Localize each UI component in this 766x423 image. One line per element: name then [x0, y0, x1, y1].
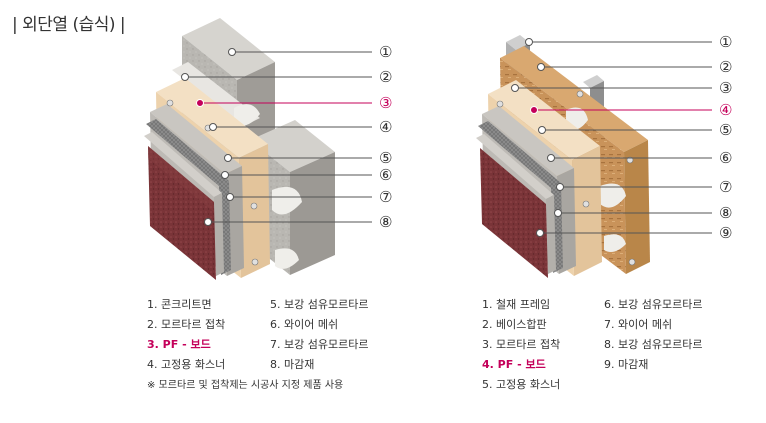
legend-item: 3. 모르타르 접착	[482, 338, 561, 351]
left-leader-dots	[181, 48, 236, 226]
legend-item-highlight: 3. PF - 보드	[147, 338, 211, 351]
fastener-icon	[166, 99, 174, 107]
right-callout: ④	[719, 101, 732, 119]
legend-item: 7. 보강 섬유모르타르	[270, 338, 369, 351]
left-leader-lines	[185, 51, 372, 223]
finish-layer	[148, 146, 216, 280]
left-callout: ⑦	[379, 188, 392, 206]
legend-item: 8. 보강 섬유모르타르	[604, 338, 703, 351]
left-legend-col2: 5. 보강 섬유모르타르 6. 와이어 메쉬 7. 보강 섬유모르타르 8. 마…	[270, 295, 368, 375]
right-callout: ②	[719, 58, 732, 76]
right-callouts: ① ② ③ ④ ⑤ ⑥ ⑦ ⑧ ⑨	[719, 33, 732, 242]
right-callout: ⑨	[719, 224, 732, 242]
right-legend-col1: 1. 철재 프레임 2. 베이스합판 3. 모르타르 접착 4. PF - 보드…	[482, 295, 560, 395]
left-callout: ③	[379, 94, 392, 112]
right-callout: ⑦	[719, 178, 732, 196]
page-title: | 외단열 (습식) |	[12, 15, 126, 35]
legend-item: 5. 고정용 화스너	[482, 378, 561, 391]
left-wall-diagram: ① ② ③ ④ ⑤ ⑥ ⑦ ⑧	[144, 18, 392, 280]
legend-item: 9. 마감재	[604, 358, 649, 371]
legend-item: 6. 와이어 메쉬	[270, 318, 339, 331]
fastener-icon	[628, 258, 636, 266]
fastener-icon	[582, 200, 590, 208]
left-callouts: ① ② ③ ④ ⑤ ⑥ ⑦ ⑧	[379, 43, 392, 231]
legend-item: 6. 보강 섬유모르타르	[604, 298, 703, 311]
right-leader-lines	[515, 41, 712, 234]
legend-item: 1. 콘크리트면	[147, 298, 212, 311]
right-legend-col2: 6. 보강 섬유모르타르 7. 와이어 메쉬 8. 보강 섬유모르타르 9. 마…	[604, 295, 702, 375]
legend-item: 7. 와이어 메쉬	[604, 318, 673, 331]
note-text: ※ 모르타르 및 접착제는 시공사 지정 제품 사용	[147, 380, 344, 391]
right-finish-layer	[480, 148, 548, 278]
fastener-icon	[576, 90, 584, 98]
left-callout: ④	[379, 118, 392, 136]
legend-item: 4. 고정용 화스너	[147, 358, 226, 371]
right-callout: ⑥	[719, 149, 732, 167]
right-callout: ⑧	[719, 204, 732, 222]
right-reinforce-mortar-2-layer	[476, 134, 556, 274]
left-legend-col1: 1. 콘크리트면 2. 모르타르 접착 3. PF - 보드 4. 고정용 화스…	[147, 295, 225, 375]
legend-item: 2. 모르타르 접착	[147, 318, 226, 331]
fastener-icon	[251, 258, 259, 266]
fastener-icon	[496, 100, 504, 108]
fastener-icon	[250, 202, 258, 210]
legend-item: 2. 베이스합판	[482, 318, 547, 331]
left-callout: ⑤	[379, 149, 392, 167]
adhesive-mortar-layer	[172, 62, 302, 269]
left-callout: ⑧	[379, 213, 392, 231]
left-callout: ②	[379, 68, 392, 86]
right-callout: ③	[719, 79, 732, 97]
legend-item: 1. 철재 프레임	[482, 298, 551, 311]
left-callout: ①	[379, 43, 392, 61]
legend-item: 8. 마감재	[270, 358, 315, 371]
right-wall-diagram: ① ② ③ ④ ⑤ ⑥ ⑦ ⑧ ⑨	[476, 33, 732, 278]
legend-item-highlight: 4. PF - 보드	[482, 358, 546, 371]
reinforce-mortar-2-layer	[144, 132, 224, 276]
right-callout: ⑤	[719, 121, 732, 139]
right-leader-dots	[511, 38, 564, 237]
right-callout: ①	[719, 33, 732, 51]
legend-item: 5. 보강 섬유모르타르	[270, 298, 369, 311]
right-adhesive-layer	[566, 107, 626, 252]
left-callout: ⑥	[379, 166, 392, 184]
